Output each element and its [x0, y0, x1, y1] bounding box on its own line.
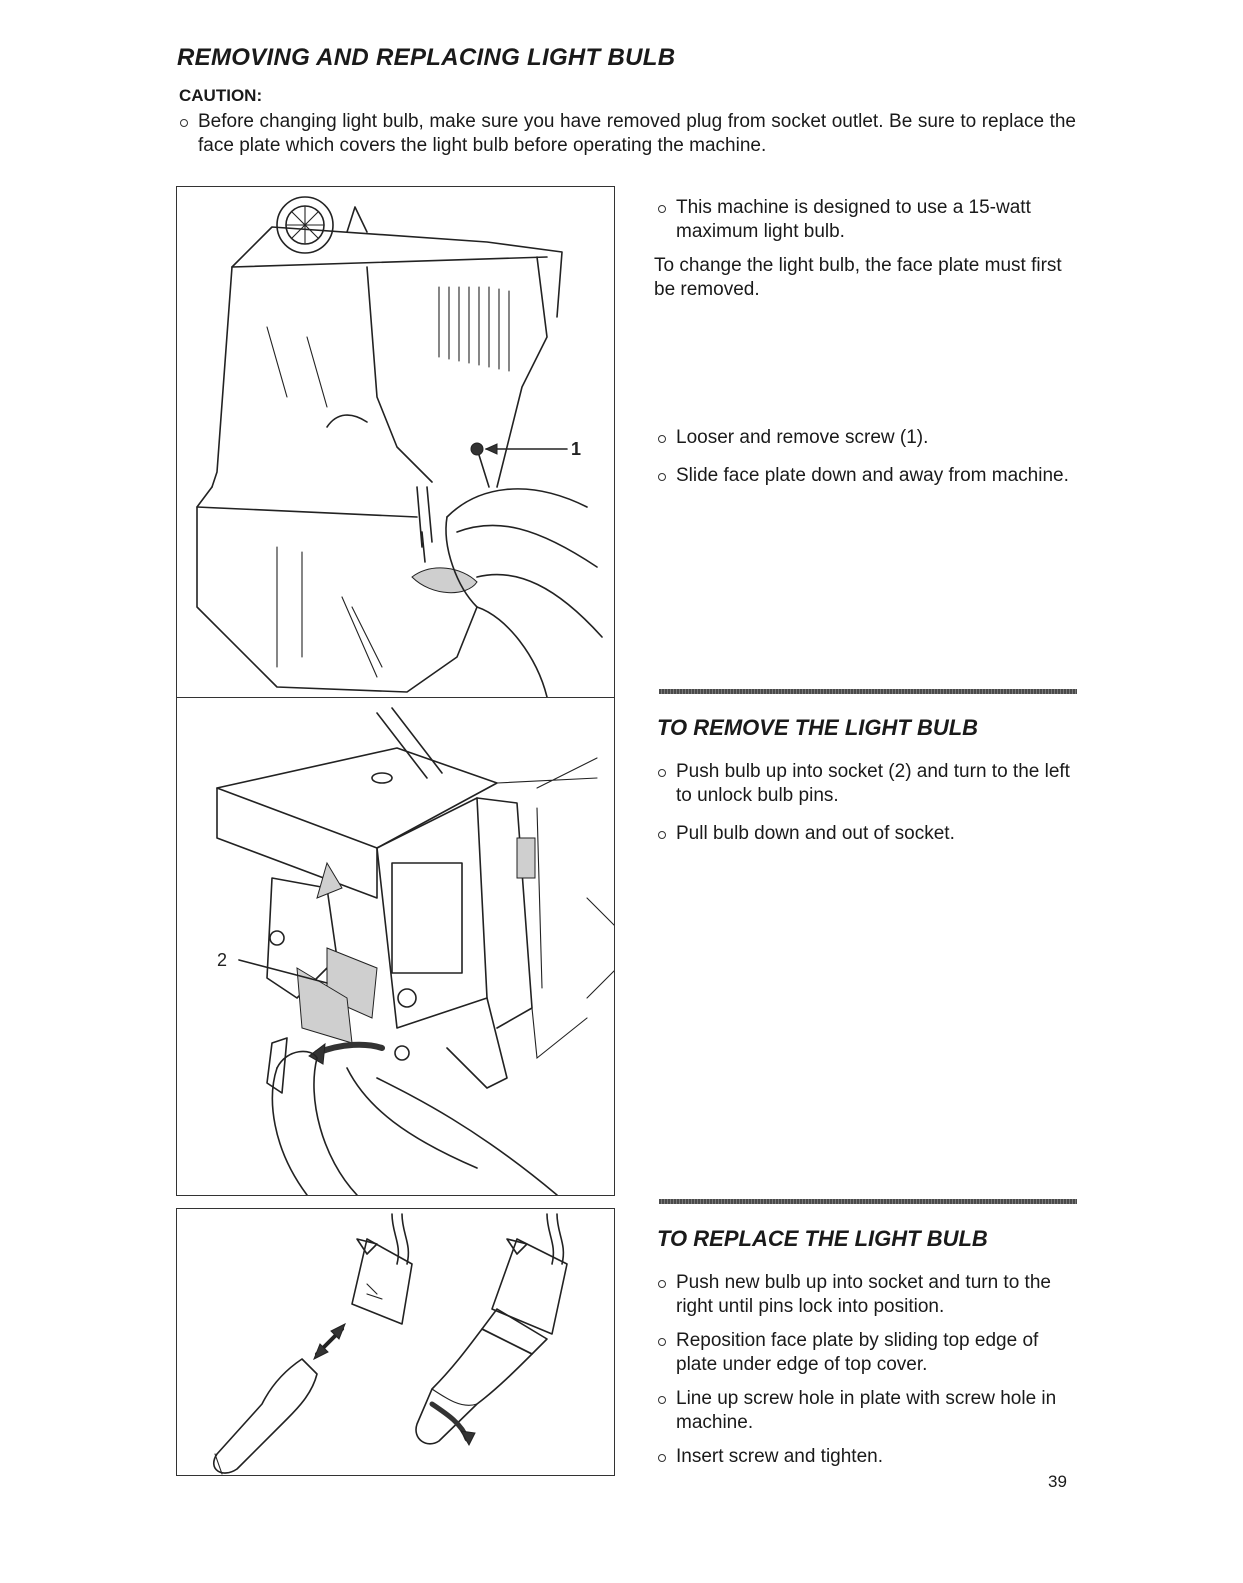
- figure-remove-bulb: 2: [176, 697, 615, 1196]
- callout-1: 1: [571, 439, 581, 459]
- replace-bulb-illustration: [213, 1213, 568, 1475]
- remove-bullet-2: Pull bulb down and out of socket.: [654, 822, 1079, 846]
- caution-list: Before changing light bulb, make sure yo…: [176, 110, 1076, 158]
- heading-replace-bulb: TO REPLACE THE LIGHT BULB: [657, 1226, 988, 1251]
- replace-steps: Push new bulb up into socket and turn to…: [654, 1271, 1079, 1469]
- intro-bullet-3: Slide face plate down and away from mach…: [654, 464, 1079, 488]
- intro-bullet-2: Looser and remove screw (1).: [654, 426, 1079, 450]
- intro-text: This machine is designed to use a 15-wat…: [654, 196, 1079, 302]
- page-number: 39: [1048, 1472, 1067, 1491]
- face-plate-illustration: 1: [196, 196, 603, 698]
- callout-2: 2: [217, 950, 227, 970]
- figure-replace-bulb: [176, 1208, 615, 1476]
- intro-bullet-1: This machine is designed to use a 15-wat…: [654, 196, 1079, 244]
- replace-bullet-1: Push new bulb up into socket and turn to…: [654, 1271, 1079, 1319]
- divider-replace: [659, 1199, 1077, 1204]
- caution-label: CAUTION:: [179, 86, 263, 105]
- figure-face-plate-screw: 1: [176, 186, 615, 708]
- intro-paragraph: To change the light bulb, the face plate…: [654, 255, 1062, 300]
- divider-remove: [659, 689, 1077, 694]
- replace-bullet-4: Insert screw and tighten.: [654, 1445, 1079, 1469]
- remove-bullet-1: Push bulb up into socket (2) and turn to…: [654, 760, 1079, 808]
- face-plate-steps: Looser and remove screw (1). Slide face …: [654, 426, 1079, 488]
- replace-bullet-2: Reposition face plate by sliding top edg…: [654, 1329, 1079, 1377]
- remove-steps: Push bulb up into socket (2) and turn to…: [654, 760, 1079, 846]
- page-title: REMOVING AND REPLACING LIGHT BULB: [177, 44, 676, 71]
- caution-text: Before changing light bulb, make sure yo…: [176, 110, 1076, 158]
- remove-bulb-illustration: 2: [216, 707, 614, 1195]
- heading-remove-bulb: TO REMOVE THE LIGHT BULB: [657, 715, 979, 740]
- replace-bullet-3: Line up screw hole in plate with screw h…: [654, 1387, 1079, 1435]
